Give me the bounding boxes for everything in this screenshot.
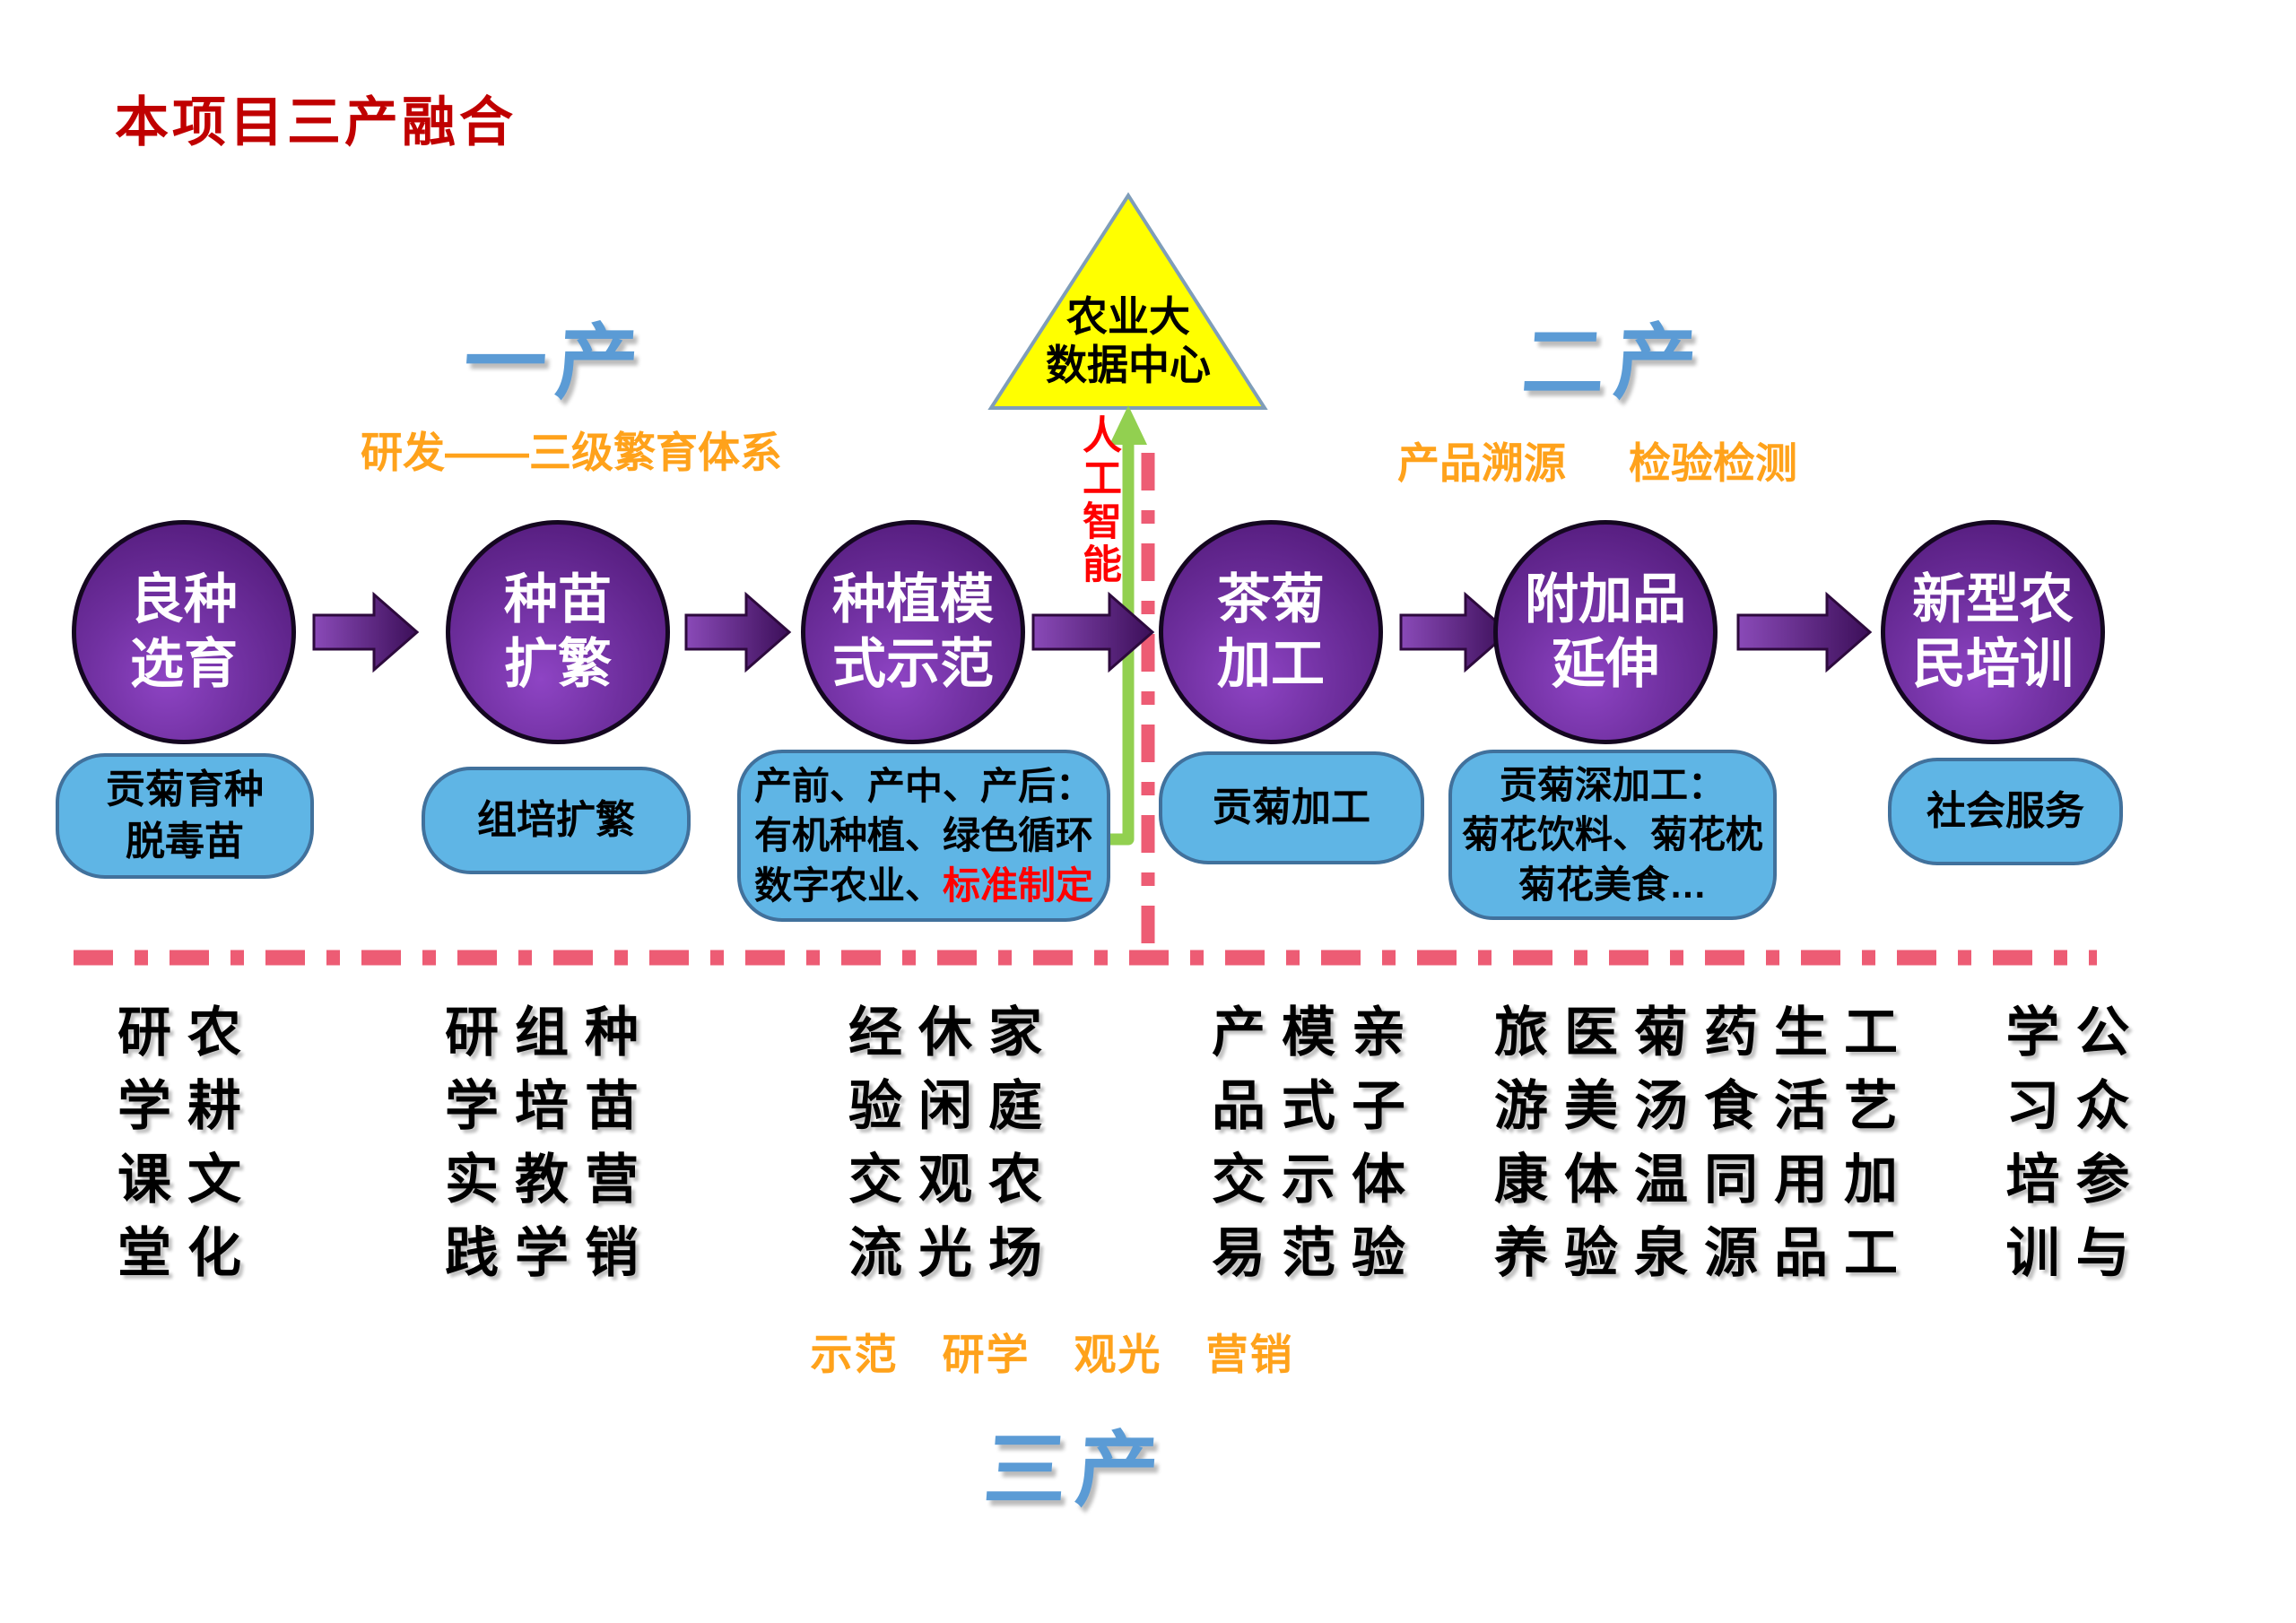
circle-line: 民培训 <box>1912 634 2074 694</box>
inspection-testing-label: 检验检测 <box>1629 439 1797 487</box>
tertiary-industry-subtitle: 示范 研学 观光 营销 <box>810 1331 1294 1378</box>
circle-line: 加工 <box>1217 634 1325 694</box>
word-row: 实教营 <box>445 1150 655 1210</box>
flow-arrow-3 <box>1031 591 1155 673</box>
note-line: 贡菊加工 <box>1213 785 1370 829</box>
word-row: 游美汤食活艺 <box>1494 1076 1914 1136</box>
word-row: 验闲庭 <box>848 1076 1058 1136</box>
note-tissue-culture: 组培扩繁 <box>422 767 691 874</box>
word-group-1: 研农 学耕 课文 堂化 <box>94 1006 265 1300</box>
note-line: 有机种植、绿色循环 <box>753 814 1093 857</box>
circle-line: 扩繁 <box>504 634 612 694</box>
big-data-center-line1: 农业大 <box>1066 293 1190 340</box>
flow-circle-seedling-propagation: 种苗 扩繁 <box>446 520 670 744</box>
word-row: 流光场 <box>848 1223 1058 1283</box>
word-row: 课文 <box>117 1150 257 1210</box>
circle-line: 延伸 <box>1552 634 1659 694</box>
flow-circle-new-farmer-training: 新型农 民培训 <box>1881 520 2105 744</box>
note-deep-processing: 贡菊深加工： 菊花饮料、菊花枕 菊花美食… <box>1448 750 1777 920</box>
page-title: 本项目三产融合 <box>115 92 517 152</box>
flow-arrow-1 <box>312 591 420 673</box>
note-line: 菊花饮料、菊花枕 <box>1461 813 1763 856</box>
note-line: 数字农业、标准制定 <box>741 861 1107 910</box>
note-line: 组培扩繁 <box>477 797 635 842</box>
word-row: 经休家 <box>848 1002 1058 1063</box>
note-line: 脱毒苗 <box>126 820 244 864</box>
word-row: 养验泉源品工 <box>1494 1223 1914 1283</box>
word-row: 践学销 <box>445 1223 655 1283</box>
word-row: 学培苗 <box>445 1076 655 1136</box>
word-row: 交观农 <box>848 1150 1058 1210</box>
note-line: 社会服务 <box>1926 788 2084 833</box>
circle-line: 种苗 <box>504 569 612 629</box>
circle-line: 附加品 <box>1525 569 1686 629</box>
word-row: 堂化 <box>117 1223 257 1283</box>
note-line-part: 数字农业、 <box>753 864 943 907</box>
big-data-center-label: 农业大 数据中心 <box>1016 292 1240 390</box>
word-row: 研农 <box>117 1002 257 1063</box>
circle-line: 茶菊 <box>1217 569 1325 629</box>
word-group-2: 研组种 学培苗 实教营 践学销 <box>429 1002 655 1300</box>
ai-label: 人工智能 <box>1076 414 1120 586</box>
secondary-industry-label: 二产 <box>1518 317 1709 409</box>
standard-setting-highlight: 标准制定 <box>943 864 1094 907</box>
word-group-6: 学公 习众 培参 训与 <box>1967 1006 2169 1300</box>
note-gongju-processing: 贡菊加工 <box>1159 751 1424 864</box>
word-row: 学公 <box>2005 1002 2146 1063</box>
primary-industry-label: 一产 <box>460 317 650 409</box>
note-line: 菊花美食… <box>1518 863 1707 906</box>
word-row: 学耕 <box>117 1076 257 1136</box>
note-production-stages: 产前、产中、产后： 有机种植、绿色循环 数字农业、标准制定 <box>737 750 1110 922</box>
circle-line: 选育 <box>130 634 238 694</box>
note-line: 贡菊育种 <box>106 767 264 812</box>
word-group-5: 旅医菊药生工 游美汤食活艺 康体温同用加 养验泉源品工 <box>1478 1002 1914 1300</box>
word-row: 培参 <box>2005 1150 2146 1210</box>
note-line: 贡菊深加工： <box>1499 763 1726 806</box>
flow-circle-seed-breeding: 良种 选育 <box>72 520 296 744</box>
flow-circle-planting-model-demo: 种植模 式示范 <box>801 520 1025 744</box>
word-row: 交示体 <box>1212 1150 1422 1210</box>
flow-circle-tea-chrysanthemum-processing: 茶菊 加工 <box>1159 520 1383 744</box>
flow-arrow-2 <box>684 591 792 673</box>
note-social-service: 社会服务 <box>1888 758 2123 865</box>
flow-circle-value-added-extension: 附加品 延伸 <box>1493 520 1718 744</box>
flow-arrow-4 <box>1399 591 1511 673</box>
ai-arrow-head <box>1109 405 1147 445</box>
word-row: 易范验 <box>1212 1223 1422 1283</box>
circle-line: 种植模 <box>832 569 994 629</box>
circle-line: 式示范 <box>832 634 994 694</box>
product-traceability-label: 产品溯源 <box>1397 439 1566 487</box>
word-row: 品式子 <box>1212 1076 1422 1136</box>
circle-line: 新型农 <box>1912 569 2074 629</box>
word-group-4: 产模亲 品式子 交示体 易范验 <box>1196 1002 1422 1300</box>
word-row: 训与 <box>2005 1223 2146 1283</box>
tertiary-industry-label: 三产 <box>980 1425 1170 1516</box>
word-row: 康体温同用加 <box>1494 1150 1914 1210</box>
word-row: 习众 <box>2005 1076 2146 1136</box>
flow-arrow-5 <box>1736 591 1873 673</box>
word-row: 产模亲 <box>1212 1002 1422 1063</box>
word-row: 研组种 <box>445 1002 655 1063</box>
word-row: 旅医菊药生工 <box>1494 1002 1914 1063</box>
circle-line: 良种 <box>130 569 238 629</box>
note-line: 产前、产中、产后： <box>753 764 1093 807</box>
big-data-center-line2: 数据中心 <box>1046 342 1211 389</box>
secondary-industry-subtitles: 产品溯源 检验检测 <box>1397 429 1797 490</box>
primary-industry-subtitle: 研发——三级繁育体系 <box>361 429 782 476</box>
word-group-3: 经休家 验闲庭 交观农 流光场 <box>832 1002 1058 1300</box>
note-seed-breeding: 贡菊育种 脱毒苗 <box>56 753 314 879</box>
